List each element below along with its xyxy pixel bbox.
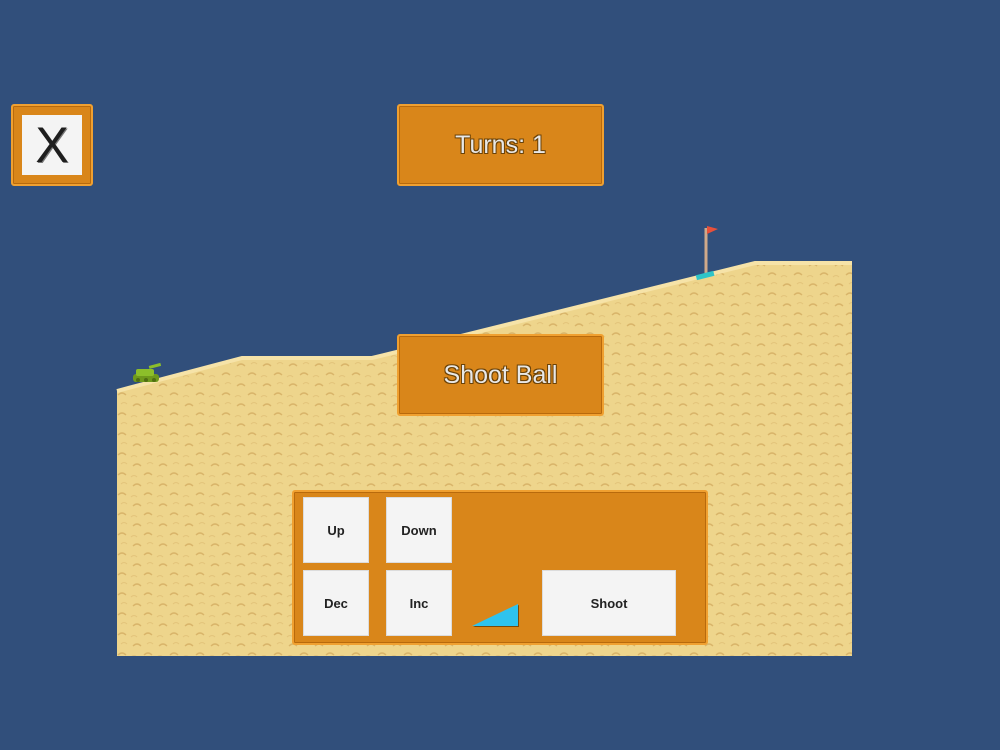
shoot-button[interactable]: Shoot [542, 570, 676, 636]
dec-button[interactable]: Dec [303, 570, 369, 636]
hole-icon [695, 270, 715, 281]
inc-button-label: Inc [409, 595, 429, 611]
shoot-button-label: Shoot [590, 595, 628, 611]
inc-button[interactable]: Inc [386, 570, 452, 636]
close-button[interactable]: X [22, 115, 82, 175]
turns-counter: Turns: 1 [455, 130, 546, 159]
down-button[interactable]: Down [386, 497, 452, 563]
golf-flag-icon [704, 226, 718, 276]
dec-button-label: Dec [324, 595, 348, 611]
up-button-label: Up [327, 522, 345, 538]
close-button-frame[interactable]: X [11, 104, 93, 186]
turns-panel: Turns: 1 [397, 104, 604, 186]
power-wedge-icon [472, 604, 519, 627]
tank-icon [133, 362, 162, 382]
shoot-ball-label: Shoot Ball [443, 360, 558, 389]
shoot-ball-button[interactable]: Shoot Ball [397, 334, 604, 416]
down-button-label: Down [401, 522, 437, 538]
controls-panel: Up Down Dec Inc Shoot [292, 490, 708, 645]
close-icon: X [35, 117, 69, 173]
terrain-edge [116, 261, 852, 393]
up-button[interactable]: Up [303, 497, 369, 563]
